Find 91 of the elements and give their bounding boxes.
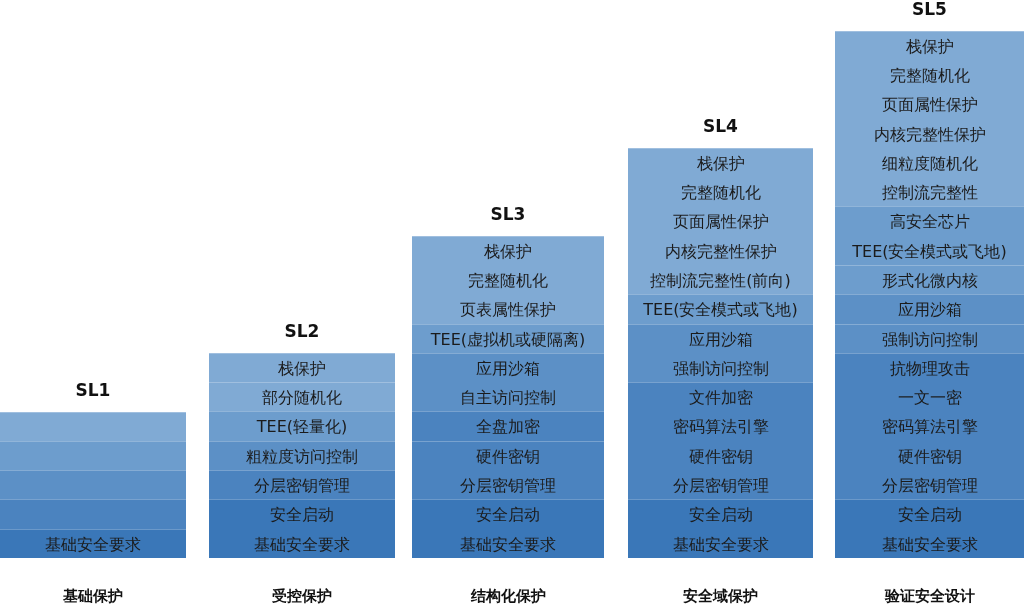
feature-label: 分层密钥管理 (671, 475, 770, 498)
feature-label: 完整随机化 (888, 64, 971, 87)
feature-label: 安全启动 (896, 504, 963, 527)
feature-band (835, 352, 1024, 500)
feature-label: 基础安全要求 (44, 533, 142, 556)
feature-label: 硬件密钥 (475, 445, 541, 468)
feature-band (628, 499, 813, 558)
feature-label: 应用沙箱 (896, 299, 963, 322)
feature-band (412, 411, 604, 441)
feature-label: 密码算法引擎 (880, 416, 979, 439)
feature-label: 分层密钥管理 (880, 475, 979, 498)
feature-band (209, 499, 395, 558)
level-caption: 受控保护 (271, 586, 333, 607)
feature-band (0, 528, 186, 558)
feature-band (412, 352, 604, 412)
level-caption: 安全域保护 (682, 586, 759, 607)
feature-label: 一文一密 (896, 387, 963, 410)
feature-band (628, 294, 813, 324)
feature-band (209, 470, 395, 500)
feature-label: 完整随机化 (679, 182, 762, 205)
feature-label: 内核完整性保护 (872, 123, 987, 146)
feature-label: 强制访问控制 (880, 328, 979, 351)
level-caption: 结构化保护 (469, 586, 547, 607)
feature-label: 基础安全要求 (880, 533, 979, 556)
feature-label: 页面属性保护 (880, 94, 979, 117)
feature-label: 内核完整性保护 (663, 240, 778, 263)
level-heading: SL4 (702, 114, 739, 138)
feature-band (0, 470, 186, 500)
feature-band (835, 323, 1024, 353)
feature-label: 页表属性保护 (459, 299, 557, 322)
feature-band (835, 499, 1024, 558)
feature-band (0, 440, 186, 471)
level-heading: SL5 (911, 0, 948, 21)
feature-label: 粗粒度访问控制 (245, 445, 359, 468)
feature-label: 页面属性保护 (671, 211, 770, 234)
feature-label: 应用沙箱 (687, 328, 754, 351)
feature-label: TEE(虚拟机或硬隔离) (429, 328, 587, 351)
level-heading: SL1 (74, 378, 112, 402)
feature-label: 基础安全要求 (459, 533, 557, 556)
feature-band (628, 147, 813, 295)
feature-band (412, 440, 604, 500)
feature-label: 全盘加密 (475, 416, 541, 439)
level-heading: SL2 (283, 319, 321, 343)
feature-band (209, 440, 395, 471)
security-level-column (835, 0, 1024, 558)
feature-label: TEE(安全模式或飞地) (851, 240, 1008, 263)
feature-label: 分层密钥管理 (459, 475, 557, 498)
feature-label: 控制流完整性 (880, 182, 979, 205)
feature-label: 安全启动 (475, 504, 541, 527)
feature-band (209, 352, 395, 383)
feature-label: 栈保护 (277, 357, 327, 380)
feature-label: 部分随机化 (261, 387, 343, 410)
feature-label: 基础安全要求 (671, 533, 770, 556)
feature-band (209, 382, 395, 412)
feature-label: 自主访问控制 (459, 387, 557, 410)
level-caption: 基础保护 (62, 586, 124, 607)
feature-label: 完整随机化 (467, 270, 549, 292)
feature-label: 应用沙箱 (475, 357, 541, 380)
feature-label: 细粒度随机化 (880, 152, 979, 175)
feature-label: 控制流完整性(前向) (649, 270, 792, 292)
feature-label: 强制访问控制 (671, 357, 770, 380)
feature-label: 安全启动 (687, 504, 754, 527)
feature-band (0, 411, 186, 441)
feature-band (0, 499, 186, 529)
feature-label: 抗物理攻击 (888, 357, 971, 380)
feature-label: 硬件密钥 (896, 445, 963, 468)
feature-label: 栈保护 (695, 152, 746, 175)
feature-label: TEE(安全模式或飞地) (642, 299, 799, 322)
level-caption: 验证安全设计 (883, 586, 976, 607)
feature-label: 栈保护 (483, 240, 533, 263)
feature-label: 文件加密 (687, 387, 754, 410)
feature-band (412, 499, 604, 558)
feature-label: TEE(轻量化) (255, 416, 349, 439)
feature-label: 基础安全要求 (253, 533, 351, 556)
feature-band (628, 323, 813, 383)
feature-label: 分层密钥管理 (253, 475, 351, 498)
feature-label: 硬件密钥 (687, 445, 754, 468)
feature-label: 高安全芯片 (888, 211, 971, 234)
level-heading: SL3 (489, 202, 527, 226)
feature-band (835, 294, 1024, 324)
feature-band (209, 411, 395, 441)
feature-band (412, 323, 604, 353)
feature-band (628, 382, 813, 500)
feature-band (835, 265, 1024, 295)
feature-band (412, 235, 604, 324)
feature-label: 形式化微内核 (880, 270, 979, 292)
feature-label: 安全启动 (269, 504, 335, 527)
feature-label: 密码算法引擎 (671, 416, 770, 439)
feature-label: 栈保护 (904, 35, 955, 58)
feature-band (835, 30, 1024, 207)
feature-band (835, 206, 1024, 265)
